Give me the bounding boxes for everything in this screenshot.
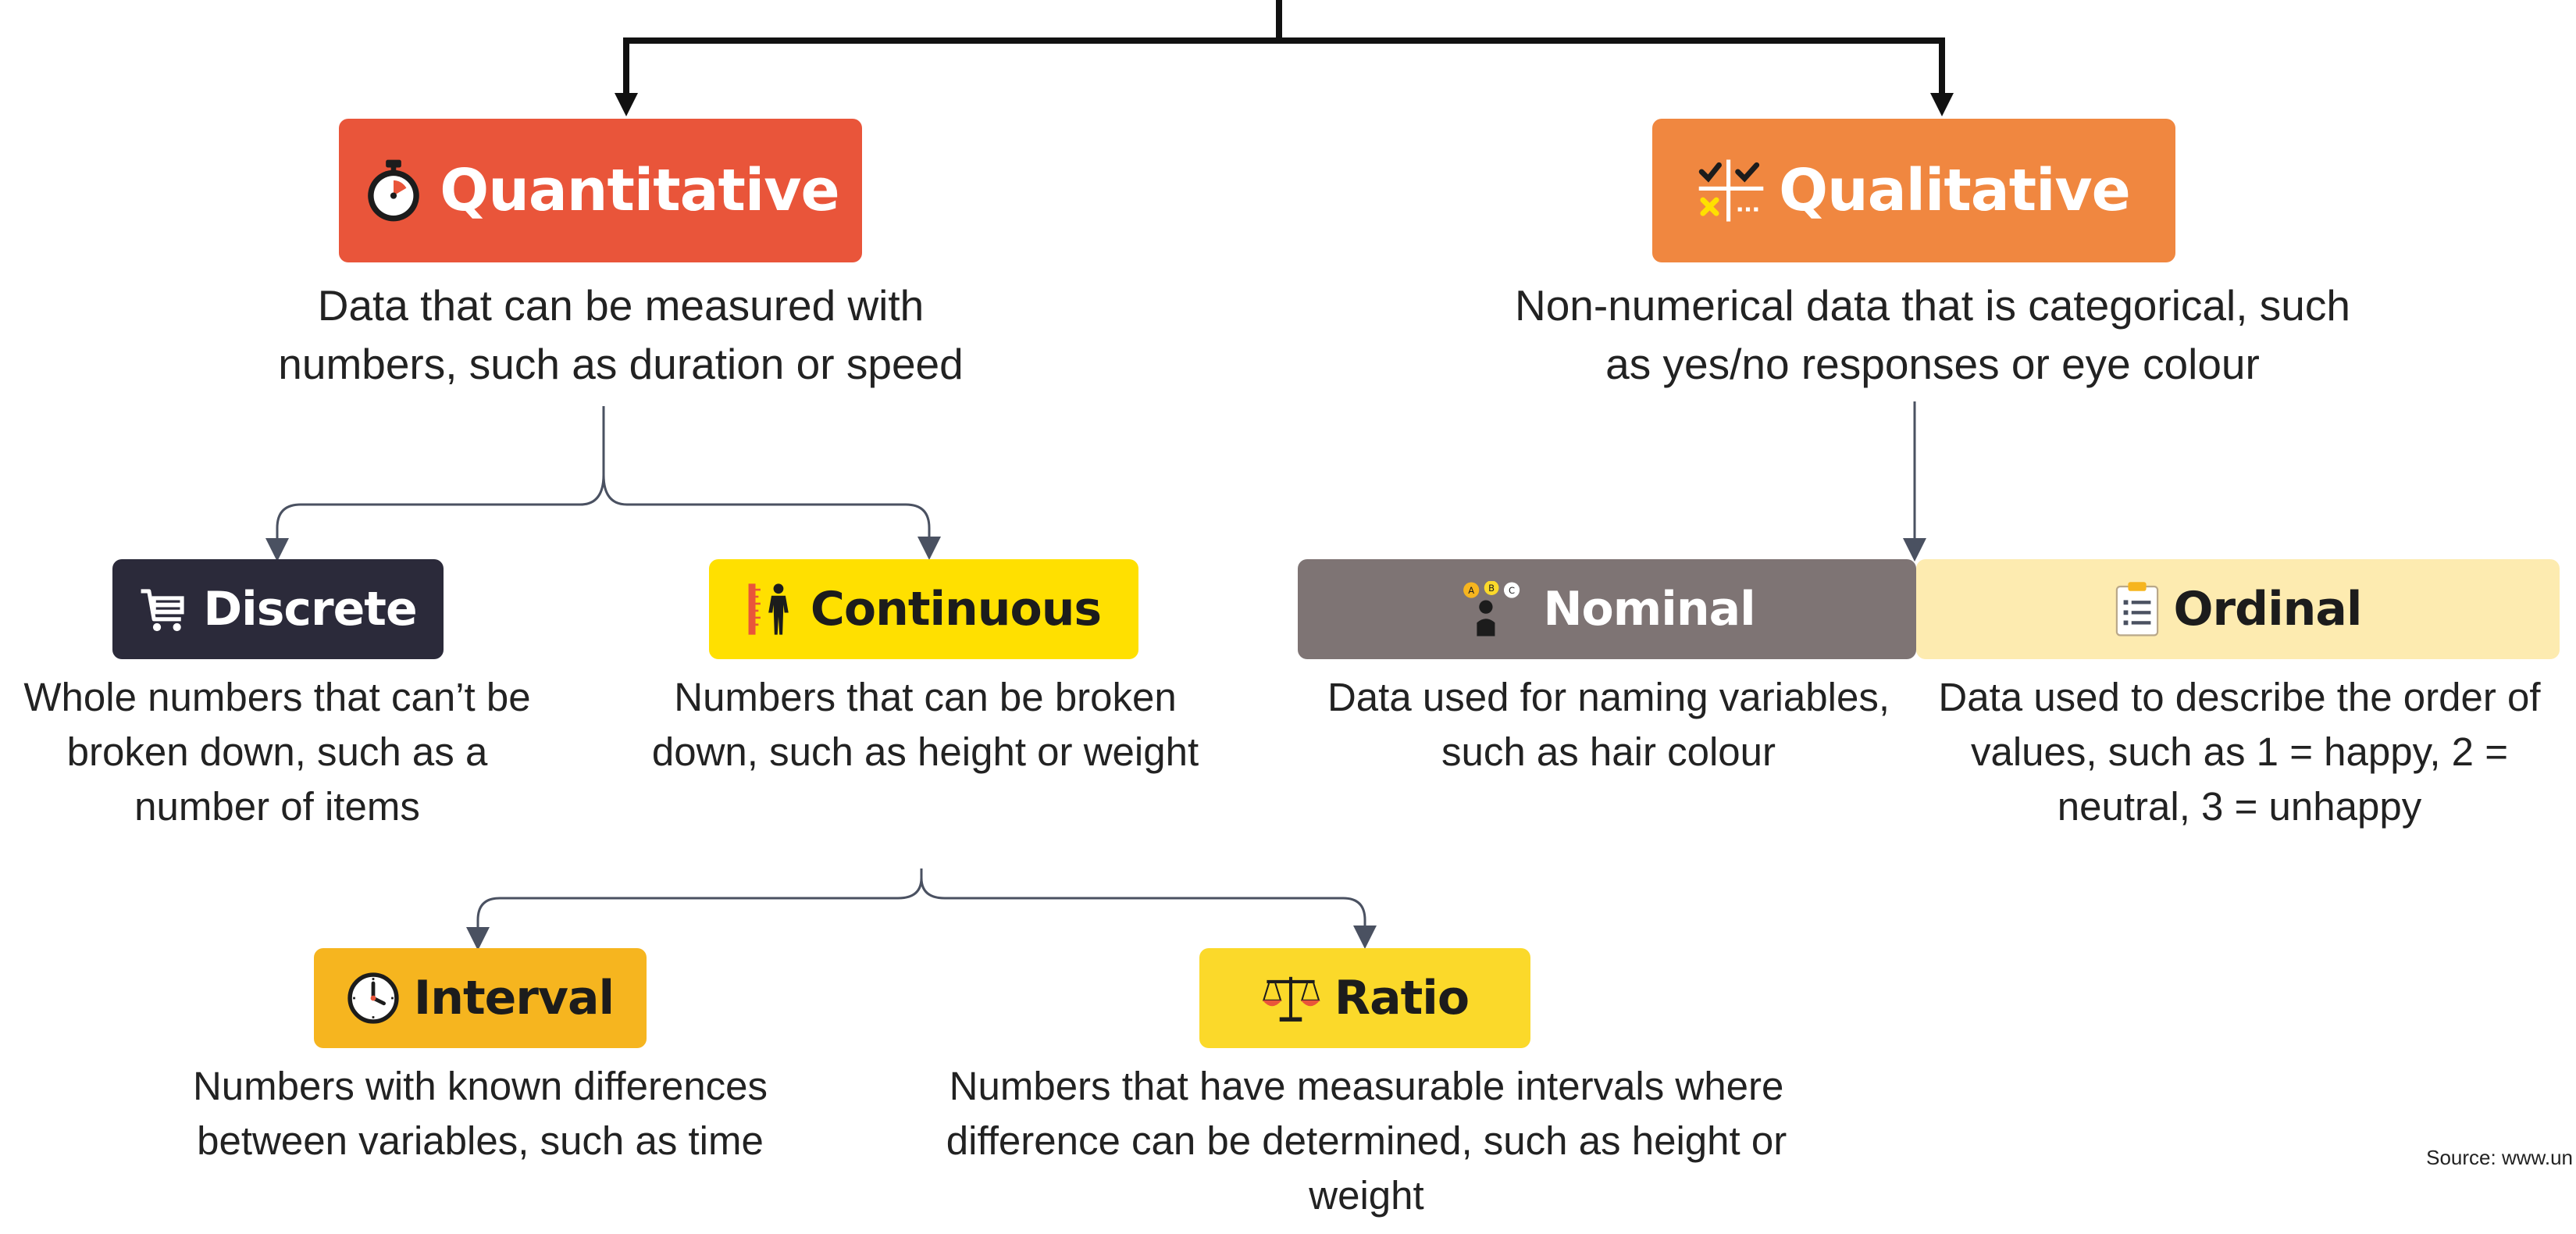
- ratio-description: Numbers that have measurable intervals w…: [946, 1064, 1787, 1218]
- discrete-description: Whole numbers that can’t be broken down,…: [23, 675, 531, 829]
- continuous-box: Continuous: [709, 559, 1138, 659]
- qualitative-box: Qualitative: [1652, 119, 2175, 262]
- nominal-box: A B C Nominal: [1298, 559, 1916, 659]
- continuous-label: Continuous: [810, 582, 1102, 637]
- ratio-label: Ratio: [1334, 971, 1470, 1025]
- nominal-label: Nominal: [1543, 582, 1755, 637]
- qualitative-label: Qualitative: [1779, 157, 2131, 224]
- stopwatch-icon: [362, 159, 426, 223]
- ordinal-box: Ordinal: [1916, 559, 2560, 659]
- interval-box: Interval: [314, 948, 647, 1048]
- quantitative-box: Quantitative: [339, 119, 862, 262]
- clipboard-list-icon: [2115, 580, 2160, 638]
- interval-label: Interval: [413, 971, 615, 1025]
- ordinal-label: Ordinal: [2173, 582, 2363, 637]
- discrete-label: Discrete: [203, 582, 417, 637]
- source-credit: Source: www.un: [2426, 1146, 2573, 1169]
- qualitative-description: Non-numerical data that is categorical, …: [1515, 281, 2350, 389]
- svg-text:B: B: [1489, 583, 1495, 594]
- root-connector: [623, 0, 1945, 103]
- shopping-cart-icon: [139, 584, 189, 634]
- scale-icon: [1261, 972, 1320, 1025]
- interval-description: Numbers with known differences between v…: [192, 1064, 768, 1163]
- svg-text:C: C: [1509, 585, 1515, 596]
- quantitative-split-connector: [276, 406, 929, 548]
- height-ruler-icon: [746, 581, 796, 637]
- continuous-description: Numbers that can be broken down, such as…: [651, 675, 1199, 774]
- nominal-description: Data used for naming variables, such as …: [1327, 675, 1890, 774]
- continuous-split-connector: [476, 868, 1365, 937]
- check-cross-icon: [1698, 157, 1765, 224]
- discrete-box: Discrete: [112, 559, 444, 659]
- svg-text:A: A: [1469, 585, 1475, 596]
- quantitative-description: Data that can be measured with numbers, …: [278, 281, 964, 389]
- quantitative-label: Quantitative: [440, 157, 839, 224]
- clock-icon: [347, 972, 400, 1025]
- ordinal-description: Data used to describe the order of value…: [1938, 675, 2541, 829]
- abc-tag-icon: A B C: [1459, 581, 1529, 637]
- ratio-box: Ratio: [1199, 948, 1530, 1048]
